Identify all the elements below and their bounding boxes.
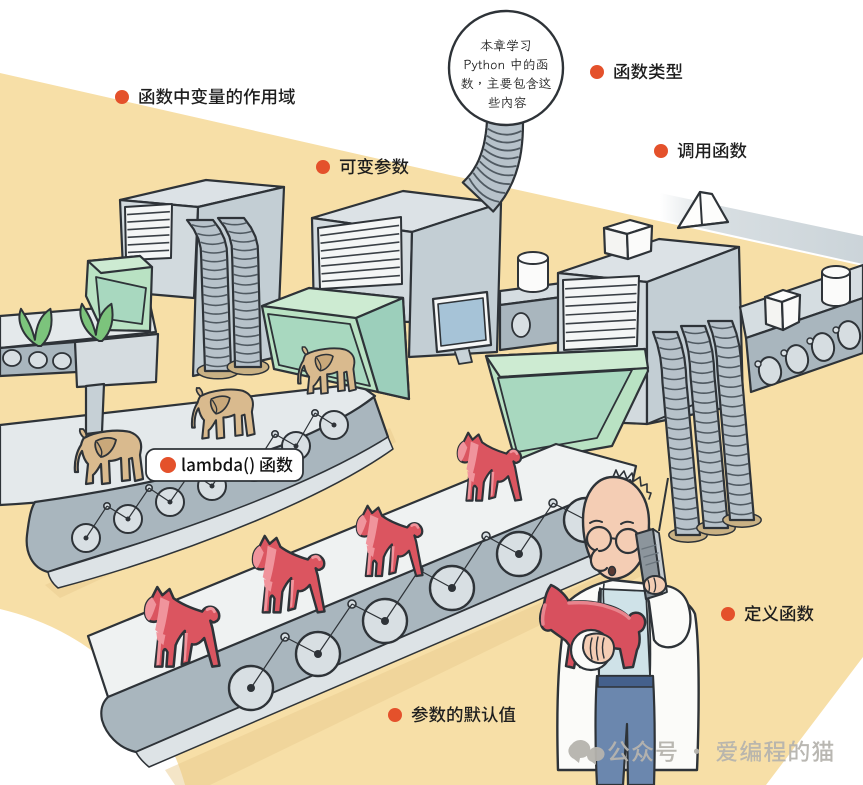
- svg-text:lambda() 函数: lambda() 函数: [181, 451, 293, 476]
- svg-text:调用函数: 调用函数: [677, 138, 747, 163]
- svg-text:定义函数: 定义函数: [744, 601, 814, 626]
- svg-text:些内容: 些内容: [487, 94, 526, 111]
- svg-text:数，主要包含这: 数，主要包含这: [460, 75, 551, 92]
- svg-text:本章学习: 本章学习: [480, 37, 532, 54]
- svg-text:函数类型: 函数类型: [613, 59, 683, 84]
- svg-text:公众号 · 爱编程的猫: 公众号 · 爱编程的猫: [607, 733, 835, 767]
- svg-text:Python 中的函: Python 中的函: [463, 56, 548, 73]
- svg-text:函数中变量的作用域: 函数中变量的作用域: [138, 84, 296, 109]
- svg-text:可变参数: 可变参数: [339, 154, 409, 179]
- svg-text:参数的默认值: 参数的默认值: [411, 702, 516, 727]
